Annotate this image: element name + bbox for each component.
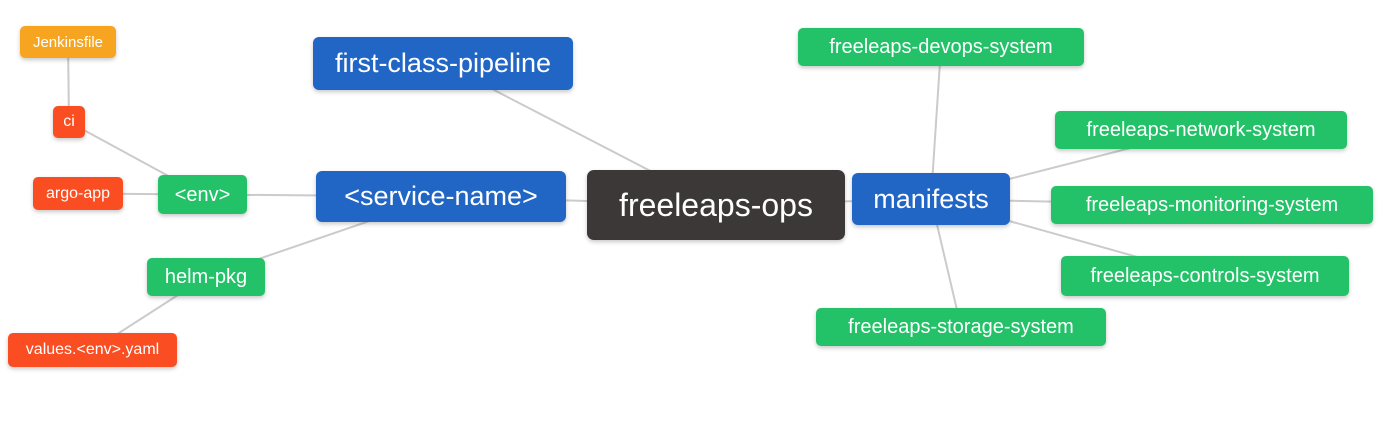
node-freeleaps-ops[interactable]: freeleaps-ops (587, 170, 845, 240)
node-argo-app[interactable]: argo-app (33, 177, 123, 210)
node-controls-system[interactable]: freeleaps-controls-system (1061, 256, 1349, 296)
node-helm-pkg[interactable]: helm-pkg (147, 258, 265, 296)
node-env[interactable]: <env> (158, 175, 247, 214)
node-jenkinsfile[interactable]: Jenkinsfile (20, 26, 116, 58)
node-devops-system[interactable]: freeleaps-devops-system (798, 28, 1084, 66)
node-ci[interactable]: ci (53, 106, 85, 138)
node-values-env-yaml[interactable]: values.<env>.yaml (8, 333, 177, 367)
node-monitoring-system[interactable]: freeleaps-monitoring-system (1051, 186, 1373, 224)
node-network-system[interactable]: freeleaps-network-system (1055, 111, 1347, 149)
node-service-name[interactable]: <service-name> (316, 171, 566, 222)
node-manifests[interactable]: manifests (852, 173, 1010, 225)
node-first-class-pipeline[interactable]: first-class-pipeline (313, 37, 573, 90)
node-storage-system[interactable]: freeleaps-storage-system (816, 308, 1106, 346)
